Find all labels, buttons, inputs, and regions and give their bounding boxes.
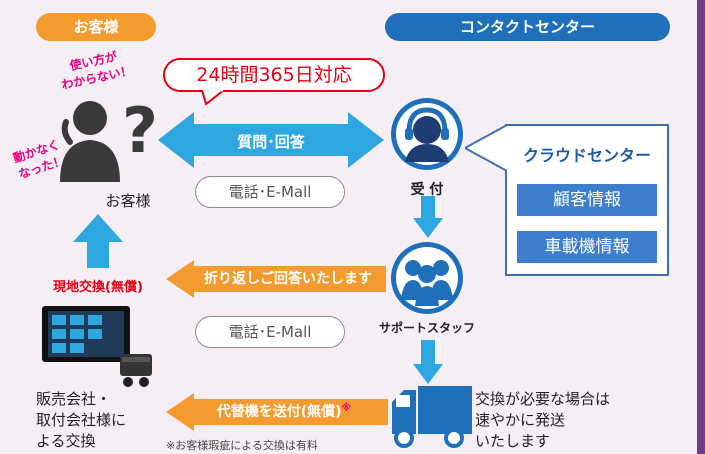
- delivery-truck-icon: [392, 386, 472, 448]
- lower-channel-pill: 電話･E-Mall: [195, 316, 345, 348]
- replacement-ship-text: 代替機を送付(無償): [216, 404, 342, 420]
- customer-header: お客様: [36, 13, 156, 41]
- question-answer-label: 質問･回答: [237, 133, 305, 151]
- replacement-ship-label: 代替機を送付(無償)※: [194, 401, 374, 421]
- dealer-exchange-text: 販売会社・ 取付会社様に よる交換: [36, 390, 127, 450]
- usage-question-note: 使い方が わからない！: [60, 49, 134, 93]
- support-hours-badge: 24時間365日対応: [163, 58, 385, 92]
- onboard-device-image: [42, 306, 152, 387]
- question-answer-arrow: [158, 112, 384, 168]
- shipping-note: 交換が必要な場合は 速やかに発送 いたします: [475, 390, 611, 450]
- staff-to-shipping-arrow: [413, 340, 443, 384]
- callback-arrow: [166, 260, 386, 298]
- onsite-exchange-label: 現地交換(無償): [53, 280, 143, 295]
- cloud-center-title: クラウドセンター: [522, 146, 651, 165]
- onsite-exchange-arrow: [73, 214, 123, 268]
- operator-headset-icon: [391, 98, 463, 170]
- reception-to-staff-arrow: [413, 196, 443, 238]
- customer-info-box: 顧客情報: [517, 184, 657, 216]
- device-info-box: 車載機情報: [517, 231, 657, 263]
- confused-customer-icon: ?: [60, 96, 158, 182]
- right-border: [697, 0, 705, 454]
- contact-center-header: コンタクトセンター: [385, 13, 670, 41]
- support-staff-icon: [391, 242, 463, 314]
- reception-label: 受 付: [410, 182, 444, 198]
- replacement-ship-arrow: [166, 393, 388, 431]
- support-staff-label: サポートスタッフ: [378, 321, 475, 335]
- badge-pointer: [200, 90, 226, 106]
- upper-channel-pill: 電話･E-Mall: [195, 176, 345, 208]
- footnote: ※お客様瑕疵による交換は有料: [166, 439, 318, 452]
- replacement-mark: ※: [341, 402, 352, 414]
- cloud-connector-arrow: [465, 125, 507, 171]
- svg-text:?: ?: [122, 96, 158, 167]
- customer-caption: お客様: [105, 192, 151, 210]
- callback-label: 折り返しご回答いたします: [204, 271, 372, 287]
